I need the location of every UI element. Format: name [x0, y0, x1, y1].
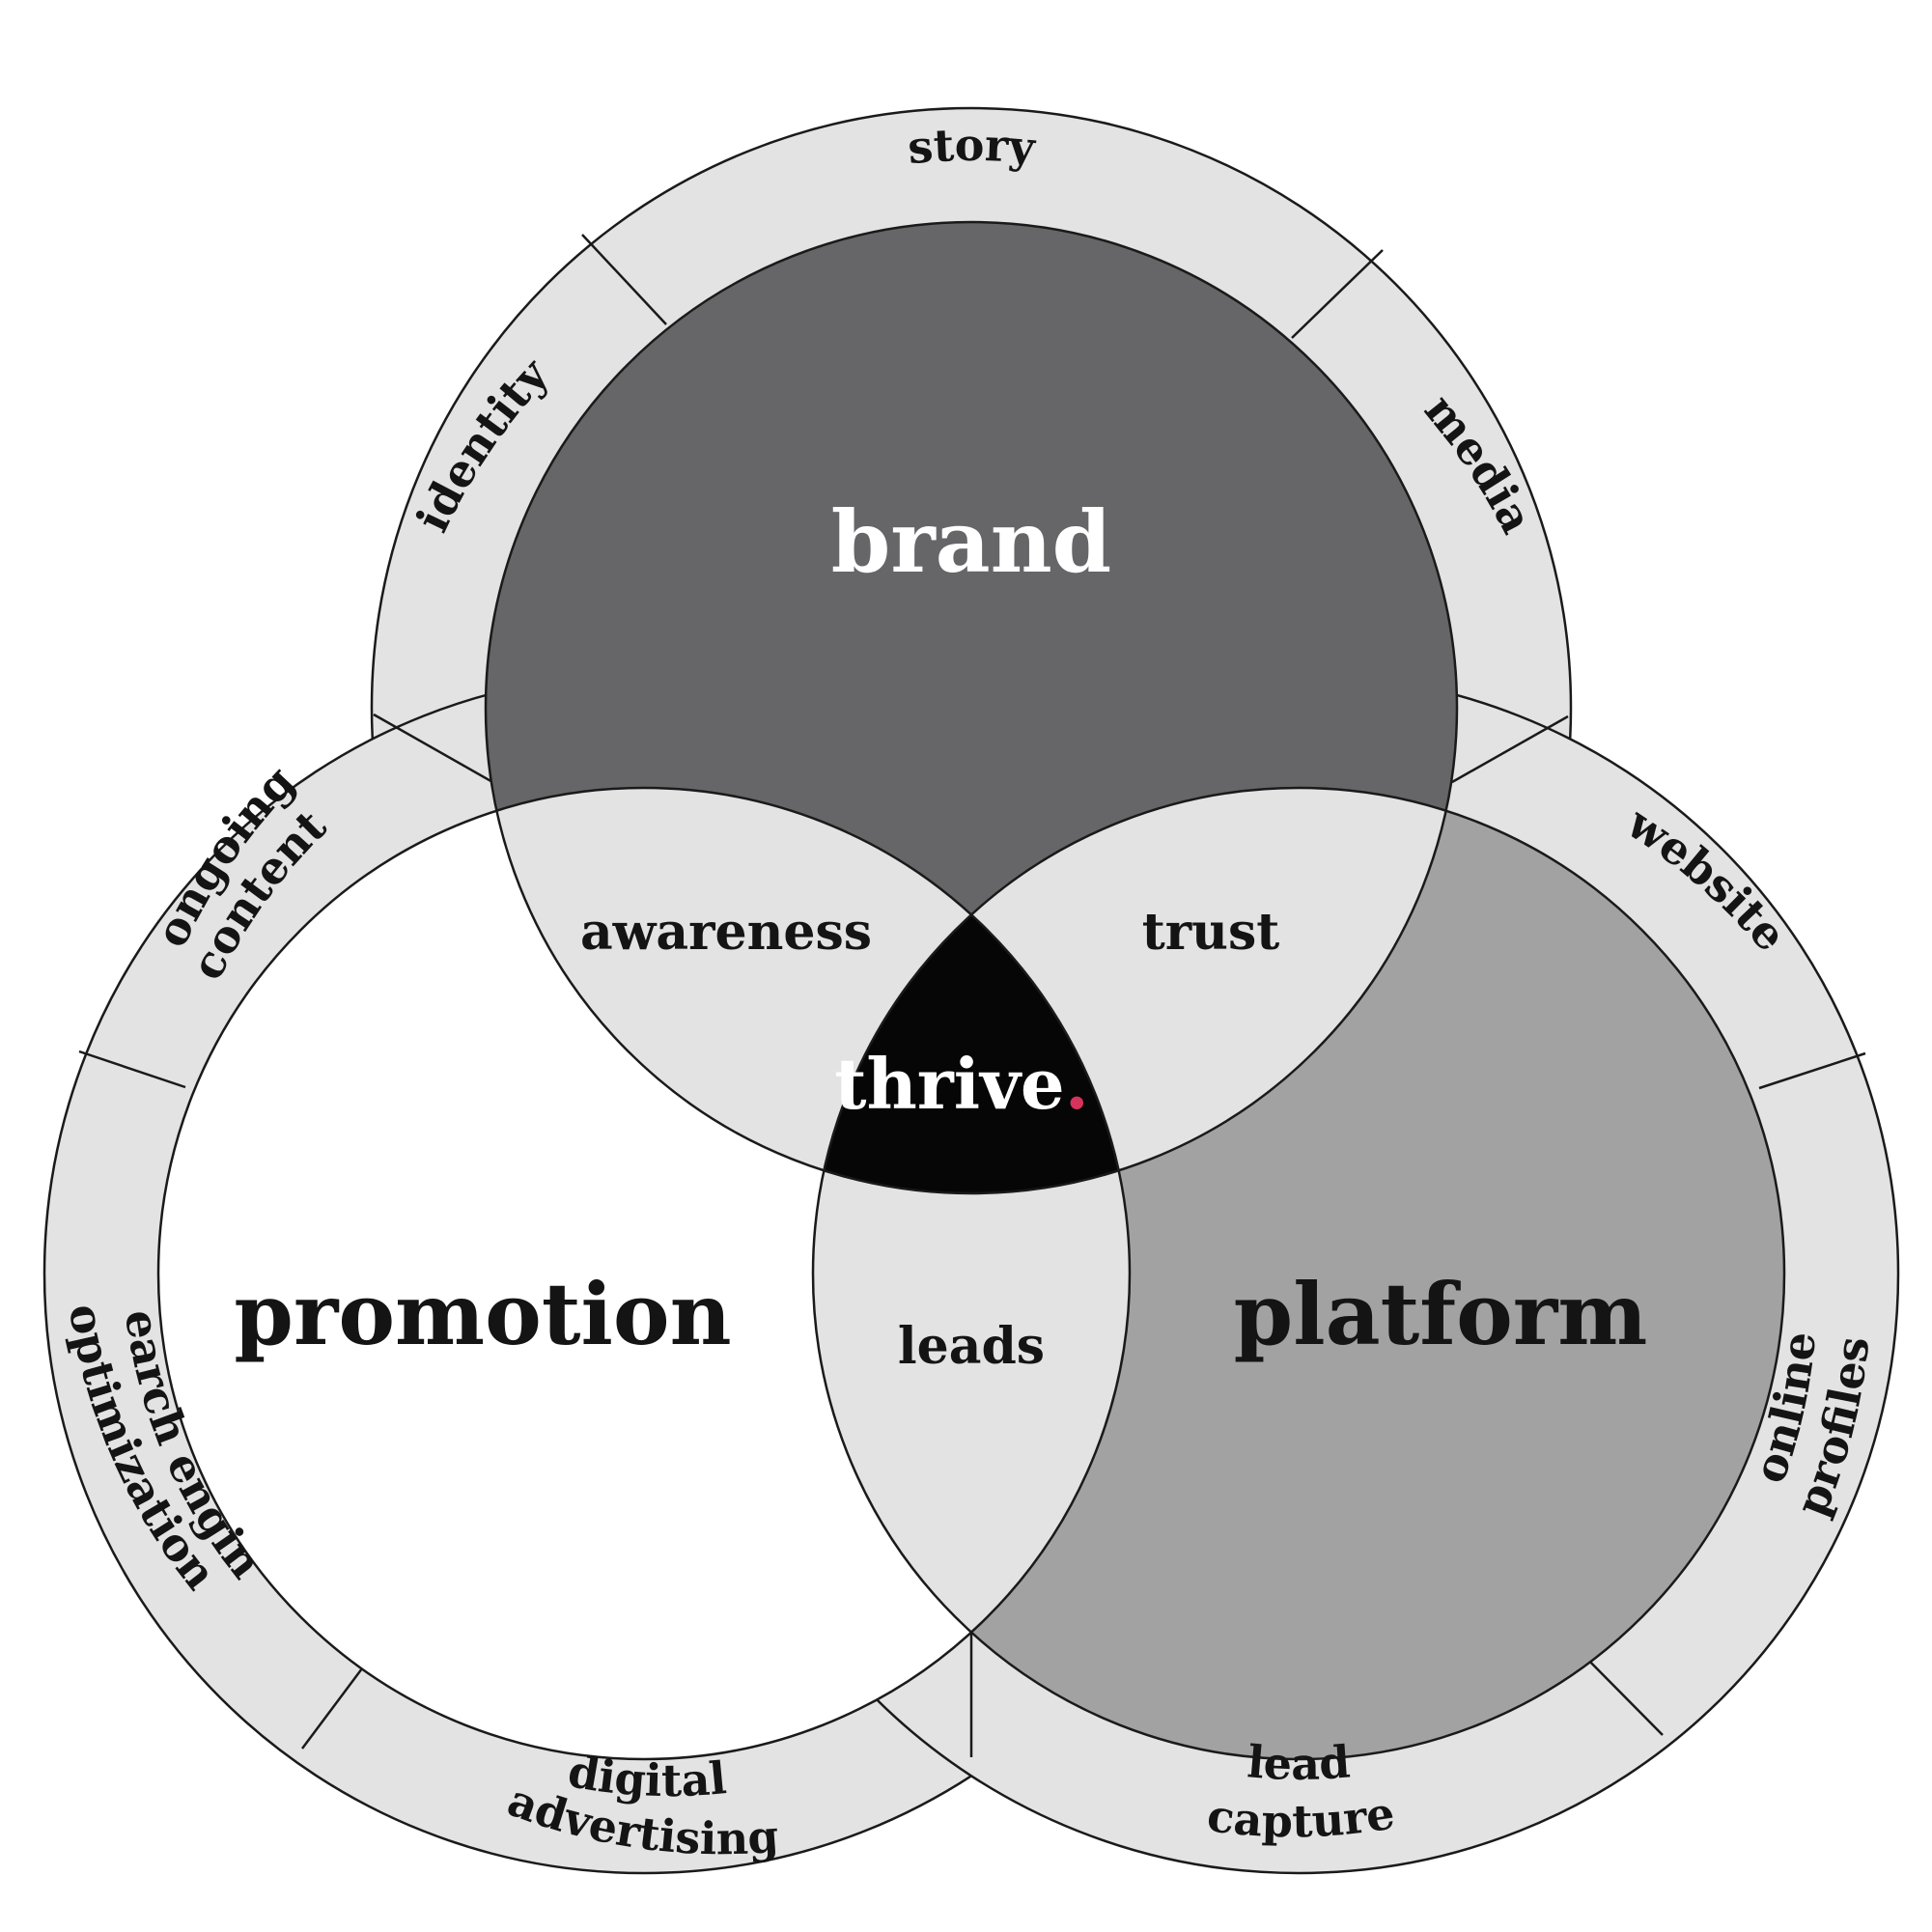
platform-outline — [811, 786, 1786, 1761]
capture-label: capture — [1204, 1786, 1397, 1847]
brand-outline — [484, 220, 1459, 1195]
thrive-label: thrive. — [834, 1043, 1089, 1125]
story-label: story — [906, 119, 1038, 174]
separator-line — [1451, 714, 1569, 784]
separator-line — [1758, 1051, 1866, 1090]
promotion-title: promotion — [234, 1264, 731, 1364]
digital-path-text: digital — [564, 1745, 728, 1806]
awareness-label: awareness — [580, 903, 872, 962]
separator-line — [1291, 249, 1384, 339]
thrive-region — [813, 788, 1130, 1193]
brand-title: brand — [831, 491, 1111, 592]
promotion-outline — [156, 786, 1132, 1761]
circle-outlines — [156, 220, 1786, 1761]
separator-line — [78, 1050, 186, 1089]
center-clip-inner — [813, 788, 1130, 1193]
leads-label: leads — [898, 1317, 1045, 1376]
ring-separators — [78, 234, 1866, 1757]
trust-label: trust — [1142, 903, 1280, 962]
capture-path-text: capture — [1204, 1786, 1397, 1847]
lead-label: lead — [1246, 1735, 1352, 1790]
thrive-dot: . — [1065, 1043, 1089, 1125]
digital-label: digital — [564, 1745, 728, 1806]
center-clip-outer — [813, 788, 1130, 1193]
lead-path-text: lead — [1246, 1735, 1352, 1790]
platform-title: platform — [1234, 1264, 1648, 1364]
separator-line — [373, 713, 495, 785]
story-path-text: story — [906, 119, 1038, 174]
separator-line — [581, 234, 667, 325]
thrive-word: thrive — [834, 1043, 1065, 1125]
